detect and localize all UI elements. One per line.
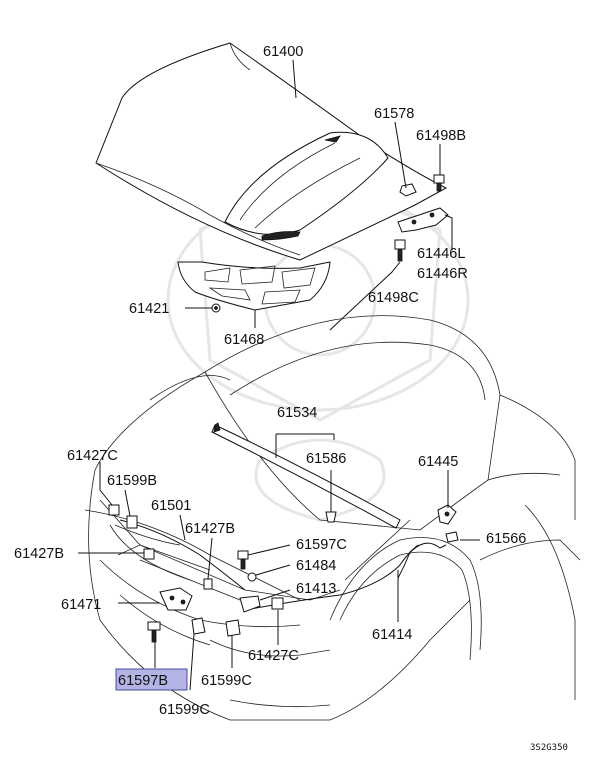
label-61421[interactable]: 61421 <box>129 301 169 317</box>
label-61498B[interactable]: 61498B <box>416 128 466 144</box>
label-61468[interactable]: 61468 <box>224 332 264 348</box>
label-61427C-top[interactable]: 61427C <box>67 448 118 464</box>
label-61427B-mid[interactable]: 61427B <box>185 521 235 537</box>
release-cable-61414[interactable] <box>244 542 447 611</box>
label-61484[interactable]: 61484 <box>296 558 336 574</box>
label-61501[interactable]: 61501 <box>151 498 191 514</box>
bolt-61498C[interactable] <box>394 239 406 262</box>
label-61446L[interactable]: 61446L <box>417 246 465 262</box>
label-61400[interactable]: 61400 <box>263 44 303 60</box>
bumper-61427B-mid[interactable] <box>203 578 213 590</box>
label-61578[interactable]: 61578 <box>374 106 414 122</box>
bolt-61597B[interactable] <box>147 621 161 643</box>
clip-61599B[interactable] <box>126 515 138 529</box>
hood-lock-61413[interactable] <box>239 595 261 613</box>
label-61599C-bottom[interactable]: 61599C <box>159 702 210 718</box>
hood-stay-holder-61445[interactable] <box>437 504 457 525</box>
nut-61578[interactable] <box>399 183 417 197</box>
cable-61501[interactable] <box>114 519 246 591</box>
bumper-61427B-left[interactable] <box>143 548 155 560</box>
clip-61586[interactable] <box>325 511 337 523</box>
weatherstrip-61534[interactable] <box>211 422 401 529</box>
label-61498C[interactable]: 61498C <box>368 290 419 306</box>
highlight-box <box>115 668 188 691</box>
hood-61400[interactable] <box>95 42 448 261</box>
hood-insulator-61468[interactable] <box>177 261 331 318</box>
bolt-61597C[interactable] <box>237 550 249 570</box>
clip-61421[interactable] <box>211 303 221 313</box>
bolt-61498B[interactable] <box>433 174 445 192</box>
label-61534[interactable]: 61534 <box>277 405 317 421</box>
leader-lines <box>78 59 480 691</box>
label-61597B[interactable]: 61597B <box>118 673 168 689</box>
hood-latch-61471[interactable] <box>159 587 193 611</box>
grommet-61566[interactable] <box>445 531 459 543</box>
label-61471[interactable]: 61471 <box>61 597 101 613</box>
clip-61599C-bottom[interactable] <box>191 617 206 635</box>
diagram-code: 3S2G350 <box>530 743 568 753</box>
label-61413[interactable]: 61413 <box>296 581 336 597</box>
label-61427C-bottom[interactable]: 61427C <box>248 648 299 664</box>
label-61566[interactable]: 61566 <box>486 531 526 547</box>
label-61599C-mid[interactable]: 61599C <box>201 673 252 689</box>
label-61414[interactable]: 61414 <box>372 627 412 643</box>
label-61599B[interactable]: 61599B <box>107 473 157 489</box>
bumper-61427C-bottom[interactable] <box>271 597 284 610</box>
car-body-outline <box>84 315 581 721</box>
label-61446R[interactable]: 61446R <box>417 266 468 282</box>
hood-hinge-61446[interactable] <box>397 207 449 233</box>
label-61586[interactable]: 61586 <box>306 451 346 467</box>
label-61427B-left[interactable]: 61427B <box>14 546 64 562</box>
label-61445[interactable]: 61445 <box>418 454 458 470</box>
bumper-61427C-top[interactable] <box>108 504 120 516</box>
clip-61599C-mid[interactable] <box>225 619 241 637</box>
clip-61484[interactable] <box>247 572 257 582</box>
part-labels: 61400 61578 61498B 61446L 61446R 61498C … <box>14 44 568 753</box>
label-61597C[interactable]: 61597C <box>296 537 347 553</box>
